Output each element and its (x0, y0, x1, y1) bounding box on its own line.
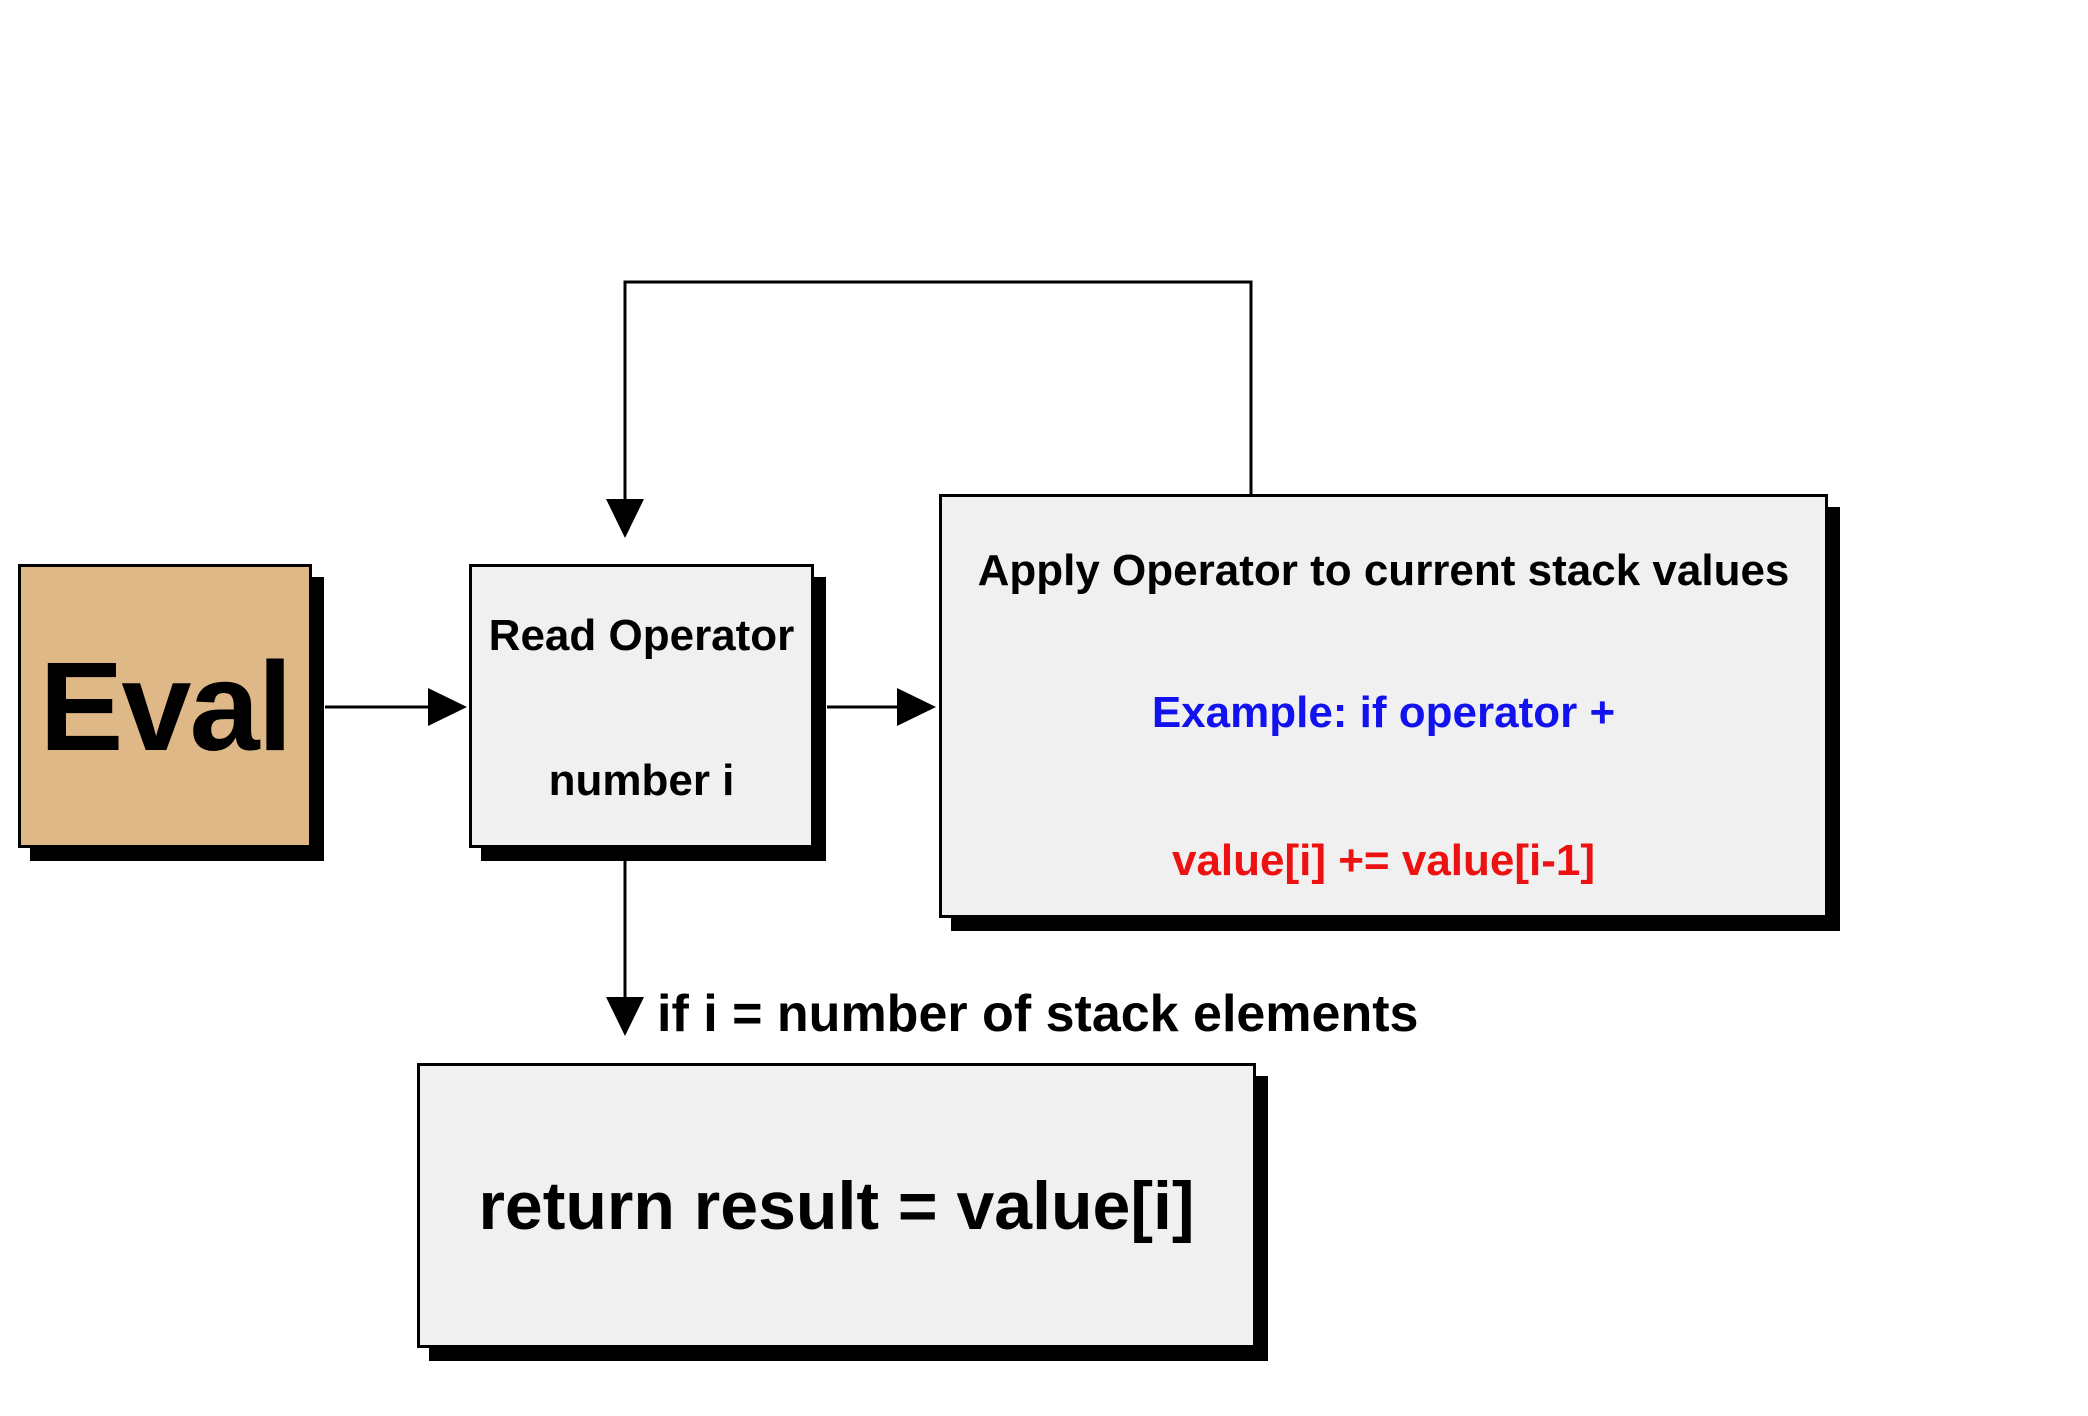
node-return-result: return result = value[i] (417, 1063, 1256, 1348)
apply-operator-code: value[i] += value[i-1] (1171, 836, 1596, 885)
arrow-read-to-apply (827, 688, 936, 726)
exit-condition-label: if i = number of stack elements (657, 985, 1419, 1043)
arrow-eval-to-read (325, 688, 467, 726)
node-eval: Eval (18, 564, 312, 848)
read-operator-line2: number i (548, 756, 735, 805)
return-result-label: return result = value[i] (478, 1167, 1195, 1244)
node-eval-label: Eval (39, 635, 292, 777)
apply-operator-title: Apply Operator to current stack values (977, 546, 1790, 595)
read-operator-line1: Read Operator (488, 611, 795, 660)
apply-operator-example: Example: if operator + (1151, 688, 1616, 737)
node-apply-operator: Apply Operator to current stack values E… (939, 494, 1828, 918)
node-read-operator: Read Operator number i (469, 564, 814, 848)
arrow-read-to-return (606, 849, 644, 1036)
